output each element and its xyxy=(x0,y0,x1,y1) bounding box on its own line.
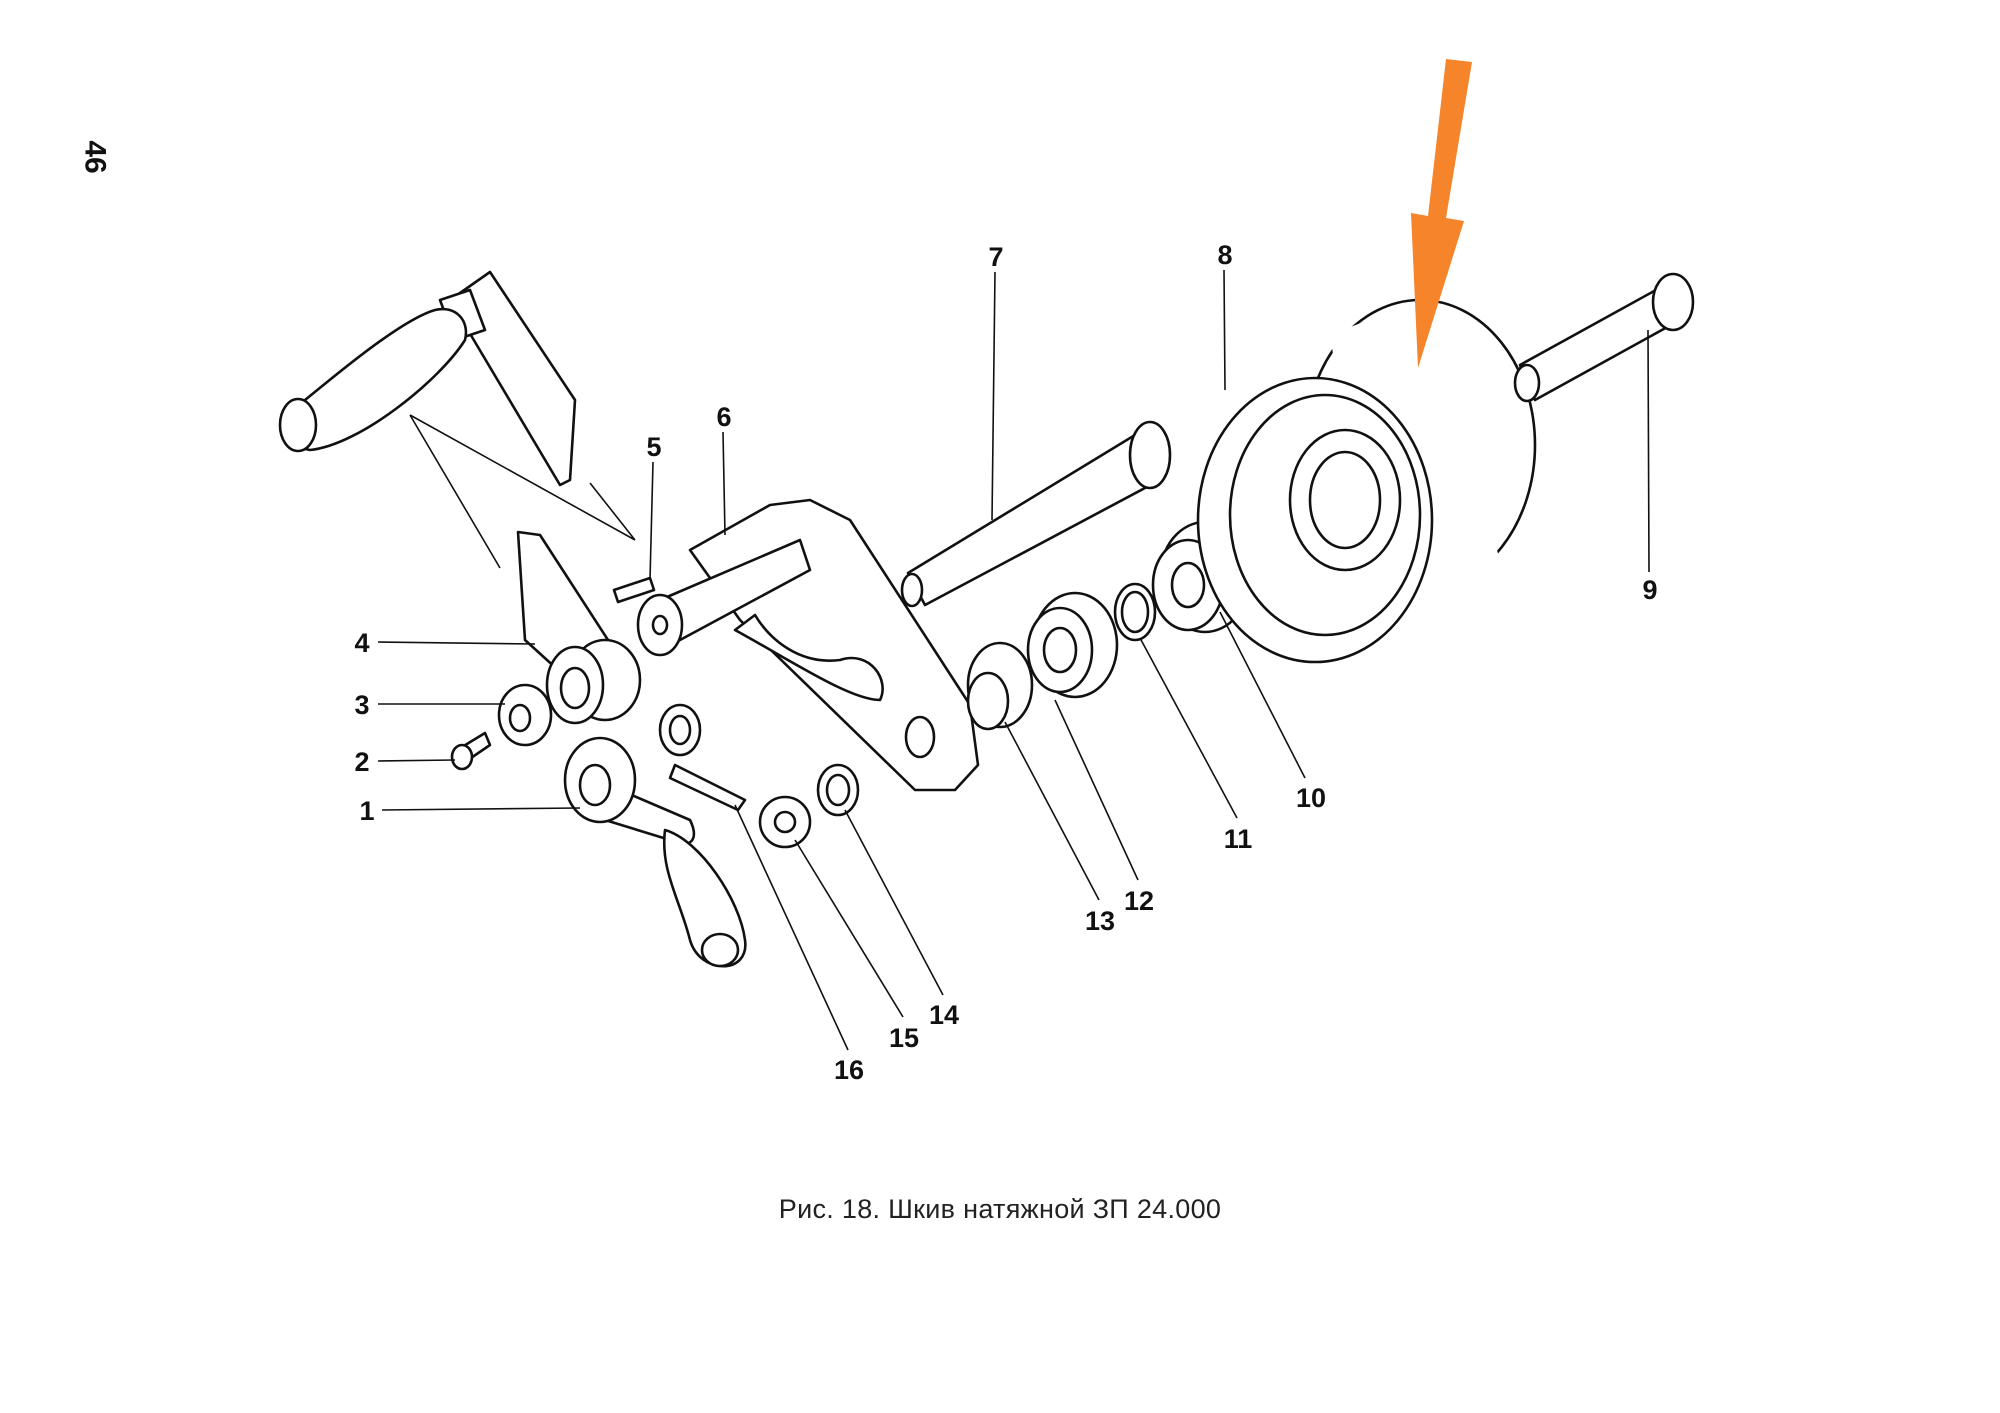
part-label-3: 3 xyxy=(354,690,369,720)
lower-crank-handle-part-1 xyxy=(563,736,747,968)
washer-part-14-upper xyxy=(658,703,702,757)
axle-bolt-part-9 xyxy=(1513,272,1695,403)
part-label-16: 16 xyxy=(834,1055,864,1085)
key-part-5 xyxy=(612,576,656,604)
castle-nut-part-15 xyxy=(758,795,812,849)
part-label-14: 14 xyxy=(929,1000,959,1030)
upper-crank-handle xyxy=(278,270,577,487)
washer-part-14 xyxy=(816,763,860,817)
cotter-pin-part-16 xyxy=(668,763,747,812)
part-label-9: 9 xyxy=(1642,575,1657,605)
leader-lines xyxy=(377,269,1650,1051)
part-label-11: 11 xyxy=(1224,824,1253,854)
part-label-7: 7 xyxy=(988,242,1003,272)
part-label-8: 8 xyxy=(1217,240,1232,270)
part-label-12: 12 xyxy=(1124,886,1154,916)
lines-guide xyxy=(409,414,636,569)
lever-plate-part-4 xyxy=(516,530,642,725)
pulley-part-8 xyxy=(1196,298,1537,664)
bracket-part-6 xyxy=(636,498,980,792)
snap-ring-part-11 xyxy=(1113,582,1157,642)
axle-bolt-part-7 xyxy=(900,420,1172,608)
part-label-2: 2 xyxy=(354,747,369,777)
figure-caption: Рис. 18. Шкив натяжной ЗП 24.000 xyxy=(778,1194,1222,1224)
part-label-1: 1 xyxy=(359,796,374,826)
part-label-4: 4 xyxy=(354,628,369,658)
bushing-part-13 xyxy=(966,641,1034,731)
part-label-10: 10 xyxy=(1296,783,1326,813)
orange-highlight-arrow-icon xyxy=(1411,59,1472,368)
part-label-15: 15 xyxy=(889,1023,919,1053)
bearing-part-12 xyxy=(1026,591,1119,699)
part-label-5: 5 xyxy=(646,432,661,462)
part-label-6: 6 xyxy=(716,402,731,432)
part-label-13: 13 xyxy=(1085,906,1115,936)
washer-part-3 xyxy=(497,683,553,747)
screw-part-2 xyxy=(450,731,492,771)
